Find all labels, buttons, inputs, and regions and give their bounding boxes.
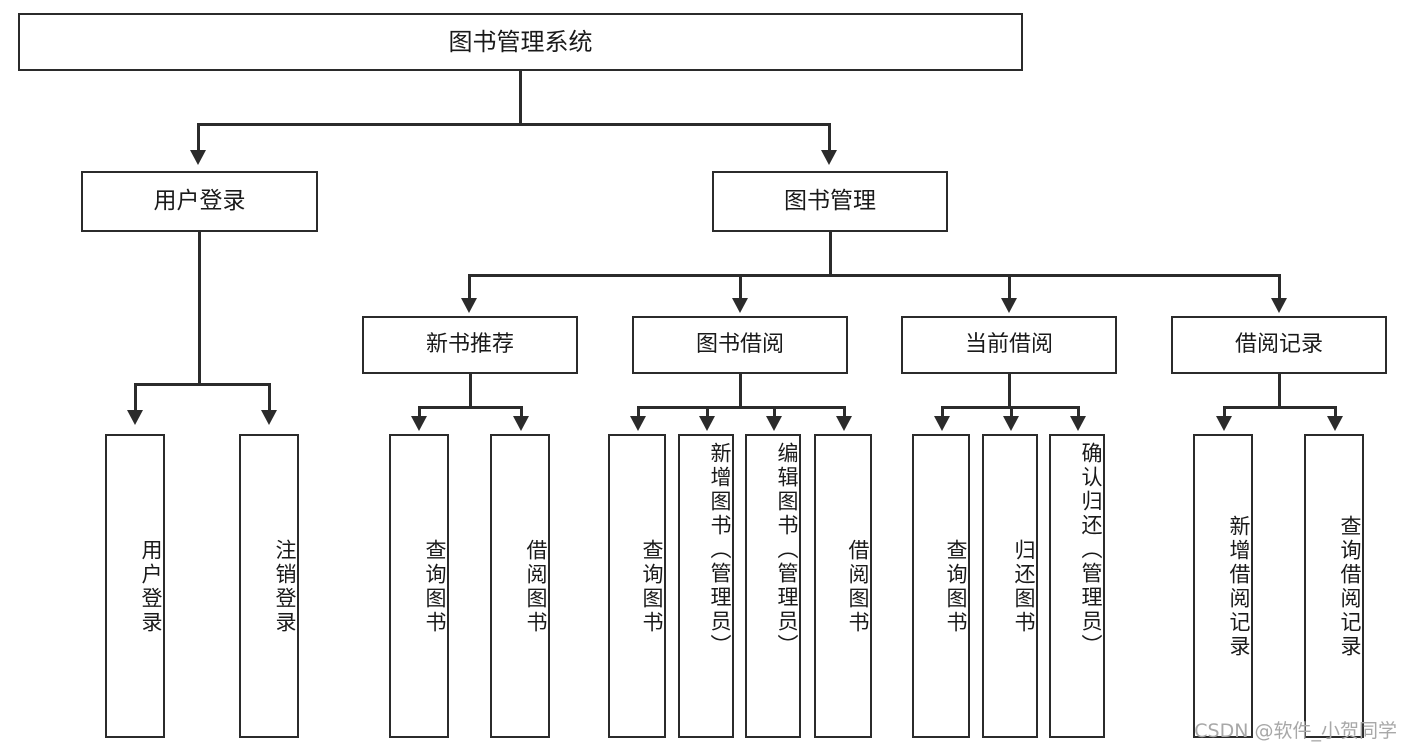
connector-drop-login-2	[268, 383, 271, 413]
connector-drop-cb-1	[941, 406, 944, 419]
connector-drop-bb-4	[843, 406, 846, 419]
connector-drop-new-book	[468, 274, 471, 301]
connector-user-login-bus	[134, 383, 271, 386]
connector-drop-cb-3	[1077, 406, 1080, 419]
arrow-br-1	[1216, 416, 1232, 431]
node-label: 借阅图书	[846, 539, 870, 635]
leaf-newbook-query-book[interactable]: 查询图书	[389, 434, 449, 738]
node-label: 注销登录	[273, 539, 297, 635]
connector-drop-current-borrow	[1008, 274, 1011, 301]
connector-root-bus	[197, 123, 831, 126]
connector-drop-login-1	[134, 383, 137, 413]
leaf-borrowrecord-add-record[interactable]: 新增借阅记录	[1193, 434, 1253, 738]
arrow-book-borrow	[732, 298, 748, 313]
arrow-login-1	[127, 410, 143, 425]
node-label: 新增图书（管理员）	[708, 442, 732, 658]
node-book-borrow[interactable]: 图书借阅	[632, 316, 848, 374]
connector-drop-book-borrow	[739, 274, 742, 301]
connector-currentborrow-stem	[1008, 374, 1011, 406]
arrow-br-2	[1327, 416, 1343, 431]
connector-drop-bb-3	[773, 406, 776, 419]
connector-drop-borrow-record	[1278, 274, 1281, 301]
node-label: 用户登录	[139, 539, 163, 635]
leaf-bookborrow-borrow-book[interactable]: 借阅图书	[814, 434, 872, 738]
arrow-cb-2	[1003, 416, 1019, 431]
connector-drop-br-2	[1334, 406, 1337, 419]
leaf-currentborrow-return-book[interactable]: 归还图书	[982, 434, 1038, 738]
arrow-newbook-2	[513, 416, 529, 431]
arrow-cb-1	[934, 416, 950, 431]
node-label: 用户登录	[153, 187, 246, 214]
connector-drop-newbook-2	[520, 406, 523, 419]
node-label: 图书借阅	[695, 332, 784, 358]
connector-book-manage-stem	[829, 232, 832, 274]
node-label: 新增借阅记录	[1227, 515, 1251, 659]
connector-bookborrow-stem	[739, 374, 742, 406]
leaf-borrowrecord-query-record[interactable]: 查询借阅记录	[1304, 434, 1364, 738]
node-current-borrow[interactable]: 当前借阅	[901, 316, 1117, 374]
arrow-newbook-1	[411, 416, 427, 431]
arrow-bb-1	[630, 416, 646, 431]
leaf-currentborrow-query-book[interactable]: 查询图书	[912, 434, 970, 738]
node-label: 查询图书	[944, 539, 968, 635]
leaf-newbook-borrow-book[interactable]: 借阅图书	[490, 434, 550, 738]
node-label: 查询借阅记录	[1338, 515, 1362, 659]
csdn-watermark: CSDN @软件_小贺同学	[1194, 720, 1397, 742]
arrow-new-book	[461, 298, 477, 313]
node-label: 图书管理	[784, 187, 876, 214]
arrow-current-borrow	[1001, 298, 1017, 313]
connector-newbook-stem	[469, 374, 472, 406]
arrow-bb-2	[699, 416, 715, 431]
arrow-login-2	[261, 410, 277, 425]
leaf-bookborrow-edit-book-admin[interactable]: 编辑图书（管理员）	[745, 434, 801, 738]
node-label: 图书管理系统	[448, 27, 593, 56]
node-book-manage[interactable]: 图书管理	[712, 171, 948, 232]
leaf-currentborrow-confirm-return-admin[interactable]: 确认归还（管理员）	[1049, 434, 1105, 738]
connector-drop-bb-2	[706, 406, 709, 419]
leaf-logout-login[interactable]: 注销登录	[239, 434, 299, 738]
node-label: 查询图书	[423, 539, 447, 635]
arrow-borrow-record	[1271, 298, 1287, 313]
connector-borrowrecord-stem	[1278, 374, 1281, 406]
connector-root-stem	[519, 71, 522, 123]
connector-user-login-stem	[198, 232, 201, 383]
connector-bookborrow-bus	[637, 406, 846, 409]
node-label: 编辑图书（管理员）	[775, 442, 799, 658]
connector-drop-newbook-1	[418, 406, 421, 419]
node-borrow-record[interactable]: 借阅记录	[1171, 316, 1387, 374]
leaf-bookborrow-query-book[interactable]: 查询图书	[608, 434, 666, 738]
arrow-bb-4	[836, 416, 852, 431]
connector-drop-cb-2	[1010, 406, 1013, 419]
node-label: 当前借阅	[964, 332, 1053, 358]
arrow-user-login	[190, 150, 206, 165]
arrow-book-manage	[821, 150, 837, 165]
arrow-bb-3	[766, 416, 782, 431]
leaf-bookborrow-add-book-admin[interactable]: 新增图书（管理员）	[678, 434, 734, 738]
connector-borrowrecord-bus	[1223, 406, 1337, 409]
connector-drop-user-login	[197, 123, 200, 153]
node-label: 确认归还（管理员）	[1079, 442, 1103, 658]
node-label: 新书推荐	[425, 332, 514, 358]
node-label: 借阅记录	[1234, 332, 1323, 358]
node-label: 借阅图书	[524, 539, 548, 635]
node-new-book-recommend[interactable]: 新书推荐	[362, 316, 578, 374]
connector-drop-bb-1	[637, 406, 640, 419]
arrow-cb-3	[1070, 416, 1086, 431]
connector-level2-bus	[468, 274, 1281, 277]
node-user-login[interactable]: 用户登录	[81, 171, 318, 232]
connector-newbook-bus	[418, 406, 523, 409]
leaf-user-login[interactable]: 用户登录	[105, 434, 165, 738]
node-root-system[interactable]: 图书管理系统	[18, 13, 1023, 71]
connector-drop-br-1	[1223, 406, 1226, 419]
node-label: 归还图书	[1012, 539, 1036, 635]
node-label: 查询图书	[640, 539, 664, 635]
connector-drop-book-manage	[828, 123, 831, 153]
